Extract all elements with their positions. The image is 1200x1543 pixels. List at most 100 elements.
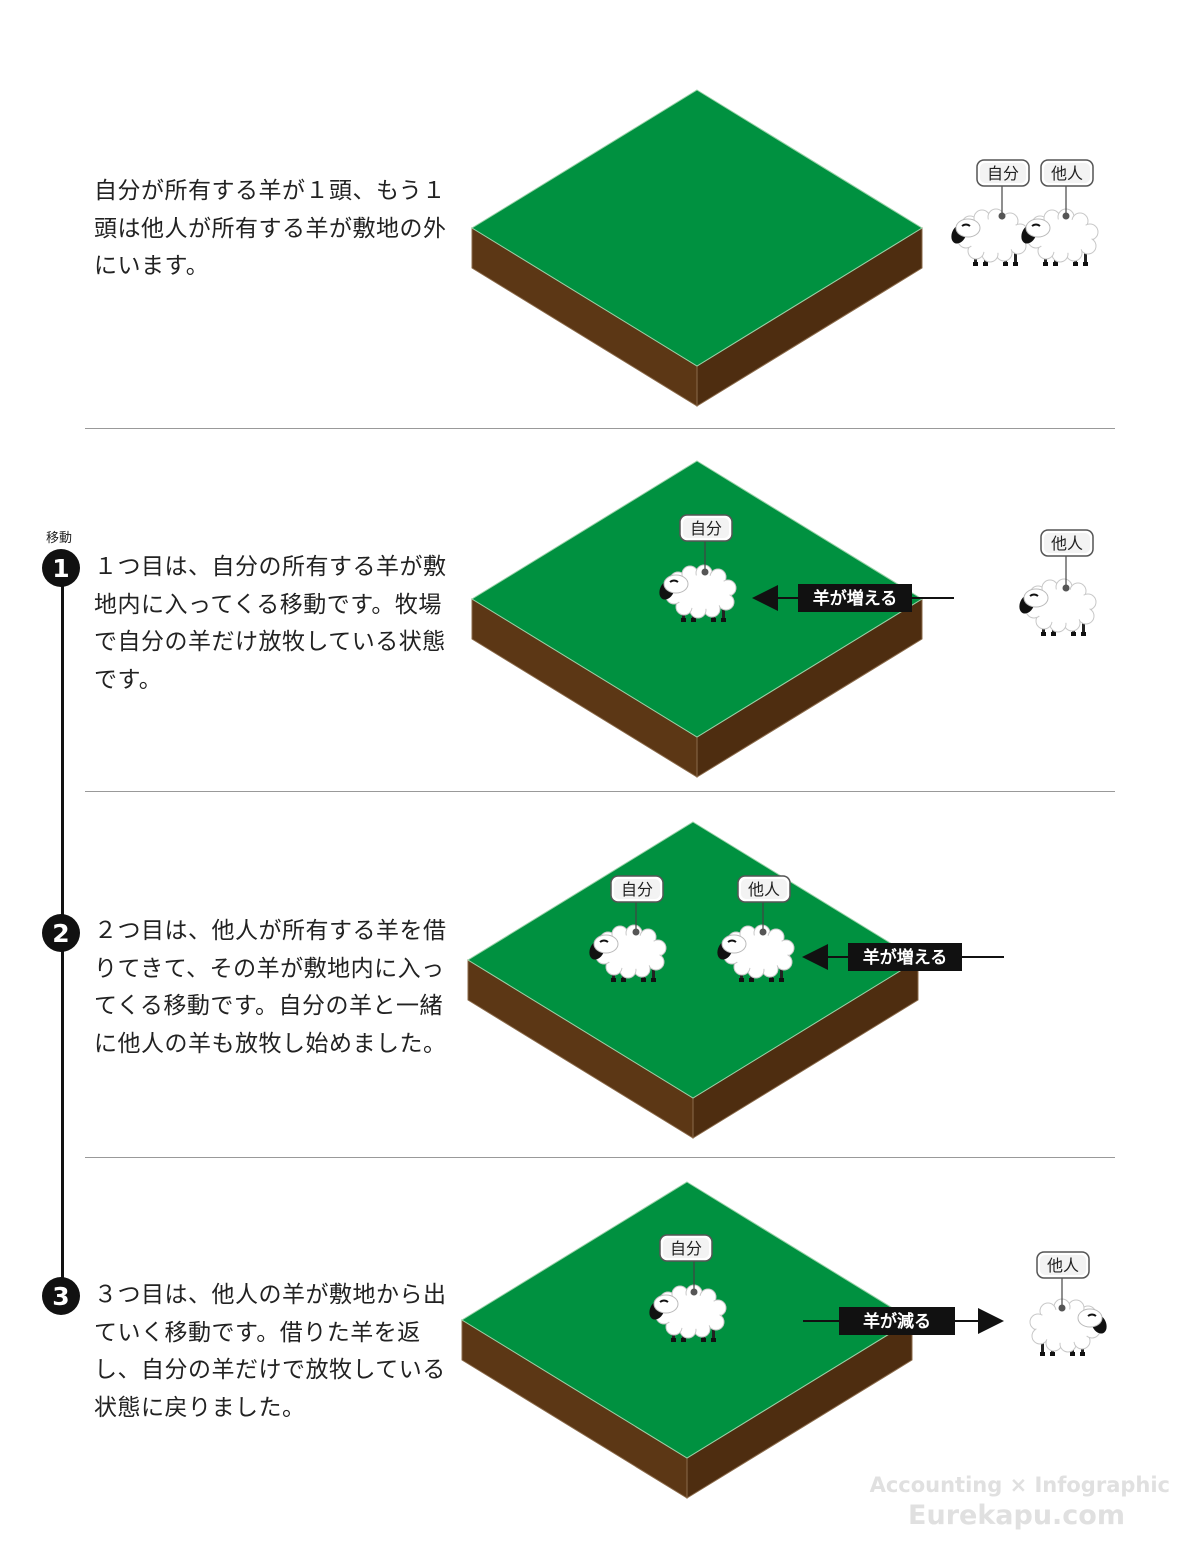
label-other-0-text: 他人 <box>1051 164 1083 183</box>
arrow-increase-1: 羊が増える <box>752 584 954 612</box>
label-own-3-pin <box>690 1288 698 1296</box>
sheep-own-3-hoof-1 <box>681 1338 686 1342</box>
sheep-other-3-leg-3 <box>1041 1342 1044 1354</box>
sheep-other-1-hoof-1 <box>1051 632 1056 636</box>
panel-2-text: ２つ目は、他人が所有する羊を借りてきて、その羊が敷地内に入ってくる移動です。自分… <box>94 918 447 1057</box>
label-own-2-box-inner <box>614 879 660 899</box>
tile-3 <box>461 1181 913 1499</box>
arrow-increase-1-box <box>798 584 912 612</box>
sheep-own-2-eye <box>599 939 609 943</box>
sheep-own-3 <box>649 1284 727 1342</box>
panel-3-text: ３つ目は、他人の羊が敷地から出ていく移動です。借りた羊を返し、自分の羊だけで放牧… <box>94 1282 447 1421</box>
sheep-own-1-leg-3 <box>722 608 725 620</box>
arrow-decrease-3-head <box>978 1308 1004 1334</box>
step-number-3: 3 <box>42 1277 80 1315</box>
sheep-own-2-hoof-0 <box>611 978 616 982</box>
step-number-1: 1 <box>42 549 80 587</box>
label-other-2: 他人 <box>737 875 791 936</box>
panel-0-text: 自分が所有する羊が１頭、もう１頭は他人が所有する羊が敷地の外にいます。 <box>94 178 447 279</box>
sheep-other-outside-hoof-2 <box>1073 262 1078 266</box>
label-other-1-pin <box>1062 584 1070 592</box>
sheep-own-outside-hoof-1 <box>983 262 988 266</box>
sheep-own-2-hoof-1 <box>621 978 626 982</box>
step-number-2: 2 <box>42 914 80 952</box>
sheep-own-outside-eye <box>961 223 971 227</box>
sheep-own-outside-head <box>955 218 981 238</box>
arrow-increase-1-text: 羊が増える <box>813 588 898 609</box>
arrow-increase-1-head <box>752 585 778 611</box>
sheep-other-1-hoof-3 <box>1081 632 1086 636</box>
sheep-other-1-head <box>1023 588 1049 608</box>
sheep-own-1-eye <box>669 579 679 583</box>
label-own-2-text: 自分 <box>621 880 653 899</box>
label-own-0-box-inner <box>980 163 1026 183</box>
label-own-1-box-inner <box>683 518 729 538</box>
sheep-own-1-head <box>663 574 689 594</box>
sheep-other-2-hoof-2 <box>769 978 774 982</box>
arrow-increase-2-head <box>802 944 828 970</box>
label-own-0: 自分 <box>976 159 1030 220</box>
sheep-own-3-leg-3 <box>712 1328 715 1340</box>
label-other-3: 他人 <box>1036 1251 1090 1312</box>
sheep-own-2-head <box>593 934 619 954</box>
arrow-increase-2-text: 羊が増える <box>863 947 948 968</box>
sheep-other-1 <box>1019 578 1097 636</box>
sheep-other-outside-leg-3 <box>1084 252 1087 264</box>
sheep-other-3 <box>1029 1298 1107 1356</box>
label-other-2-text: 他人 <box>748 880 780 899</box>
sheep-other-1-eye <box>1029 593 1039 597</box>
arrow-increase-2-box <box>848 943 962 971</box>
panel-1-text: １つ目は、自分の所有する羊が敷地内に入ってくる移動です。牧場で自分の羊だけ放牧し… <box>94 554 447 693</box>
sheep-other-1-hoof-0 <box>1041 632 1046 636</box>
sheep-other-2-eye <box>727 939 737 943</box>
tile-2-grass <box>467 821 919 1099</box>
sheep-own-3-eye <box>659 1299 669 1303</box>
sheep-other-2-head <box>721 934 747 954</box>
label-own-1-pin <box>701 568 709 576</box>
sheep-other-3-head <box>1077 1308 1103 1328</box>
sheep-other-outside-head <box>1025 218 1051 238</box>
divider-3 <box>85 1157 1115 1158</box>
sheep-other-3-hoof-3 <box>1040 1352 1045 1356</box>
label-own-0-pin <box>998 212 1006 220</box>
sheep-own-3-head <box>653 1294 679 1314</box>
sheep-own-1-hoof-2 <box>711 618 716 622</box>
divider-2 <box>85 791 1115 792</box>
timeline-label: 移動 <box>46 531 73 546</box>
label-own-2-pin <box>632 928 640 936</box>
label-own-0-text: 自分 <box>987 164 1019 183</box>
label-own-1: 自分 <box>679 514 733 576</box>
label-other-1-box-inner <box>1044 533 1090 553</box>
sheep-own-2-leg-3 <box>652 968 655 980</box>
sheep-own-1 <box>659 564 737 622</box>
label-other-1: 他人 <box>1040 529 1094 592</box>
sheep-own-outside-leg-3 <box>1014 252 1017 264</box>
watermark-line1: Accounting × Infographic <box>869 1473 1170 1497</box>
label-own-3: 自分 <box>659 1234 713 1296</box>
sheep-own-2 <box>589 924 667 982</box>
tile-0 <box>471 89 923 407</box>
sheep-other-outside-eye <box>1031 223 1041 227</box>
sheep-own-2-hoof-3 <box>651 978 656 982</box>
sheep-own-1-hoof-1 <box>691 618 696 622</box>
arrow-increase-2: 羊が増える <box>802 943 1004 971</box>
sheep-own-1-hoof-3 <box>721 618 726 622</box>
sheep-own-1-hoof-0 <box>681 618 686 622</box>
label-other-3-pin <box>1058 1304 1066 1312</box>
label-own-3-text: 自分 <box>670 1239 702 1258</box>
sheep-own-3-hoof-0 <box>671 1338 676 1342</box>
sheep-other-3-hoof-0 <box>1080 1352 1085 1356</box>
sheep-own-outside-hoof-2 <box>1003 262 1008 266</box>
sheep-own-outside-hoof-0 <box>973 262 978 266</box>
sheep-other-2-leg-3 <box>780 968 783 980</box>
label-other-3-box-inner <box>1040 1255 1086 1275</box>
sheep-other-2-hoof-3 <box>779 978 784 982</box>
sheep-other-2-hoof-1 <box>749 978 754 982</box>
label-other-2-pin <box>759 928 767 936</box>
sheep-own-outside <box>951 208 1029 266</box>
sheep-own-outside-hoof-3 <box>1013 262 1018 266</box>
tile-1 <box>471 460 923 778</box>
sheep-other-3-eye <box>1087 1313 1097 1317</box>
label-other-2-box-inner <box>741 879 787 899</box>
